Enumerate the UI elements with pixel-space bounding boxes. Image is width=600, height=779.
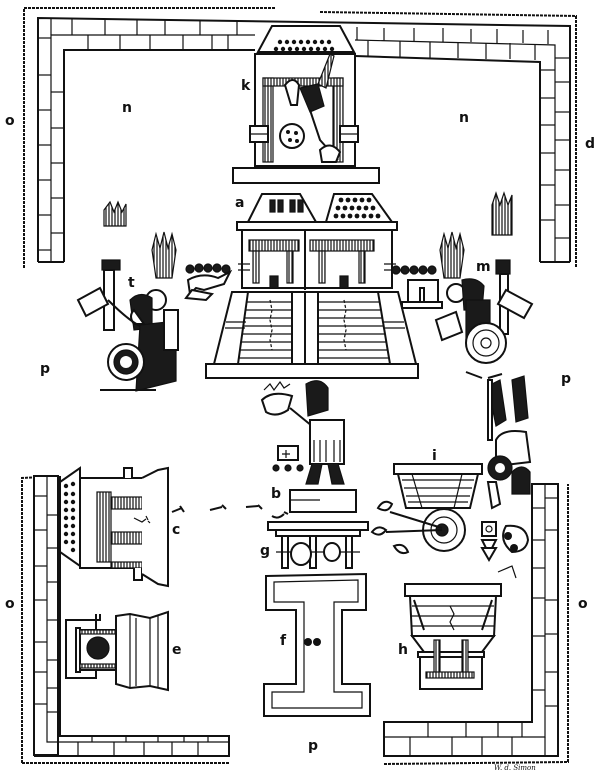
bottom-left-enclosure-wall: [21, 475, 230, 764]
label-g: g: [260, 543, 270, 559]
label-h: h: [398, 642, 408, 658]
label-i: i: [432, 448, 437, 464]
shrine-h: [404, 583, 502, 690]
offering-right: [391, 265, 443, 309]
label-e: e: [172, 642, 182, 658]
warrior-figure-t: [76, 200, 179, 392]
ball-court-f: [263, 572, 371, 717]
top-enclosure-wall: [23, 7, 577, 268]
label-k: k: [241, 78, 251, 94]
building-c: [59, 466, 169, 588]
label-d: d: [585, 136, 595, 152]
label-a: a: [235, 195, 244, 211]
label-c: c: [172, 522, 180, 538]
label-p-right: p: [561, 371, 571, 387]
altar-table-g: [267, 521, 369, 569]
label-o-bottom-left: o: [5, 596, 15, 612]
offering-left: [184, 263, 233, 302]
letter-labels: k n n o d a t m p p i b c g o o f e h p …: [5, 78, 595, 772]
central-figure-b: [260, 380, 357, 513]
label-n-left: n: [122, 100, 132, 116]
label-p-bottom: p: [308, 738, 318, 754]
label-f: f: [280, 633, 287, 649]
twin-temple-a: [205, 193, 419, 379]
artist-signature: W. d. Simon: [494, 764, 536, 772]
label-m: m: [476, 259, 491, 275]
inverted-figure: [480, 375, 532, 579]
bottom-right-enclosure-wall: [383, 483, 569, 765]
label-n-right: n: [459, 110, 469, 126]
upper-shrine-k: [232, 25, 380, 184]
warrior-figure-m: [434, 191, 534, 379]
label-o-top-left: o: [5, 113, 15, 129]
label-o-bottom-right: o: [578, 596, 588, 612]
footprints-path: [171, 504, 289, 519]
label-b: b: [271, 486, 281, 502]
altar-i: [370, 463, 483, 555]
label-t: t: [128, 275, 135, 291]
label-p-left: p: [40, 361, 50, 377]
shrine-e: [65, 610, 169, 692]
